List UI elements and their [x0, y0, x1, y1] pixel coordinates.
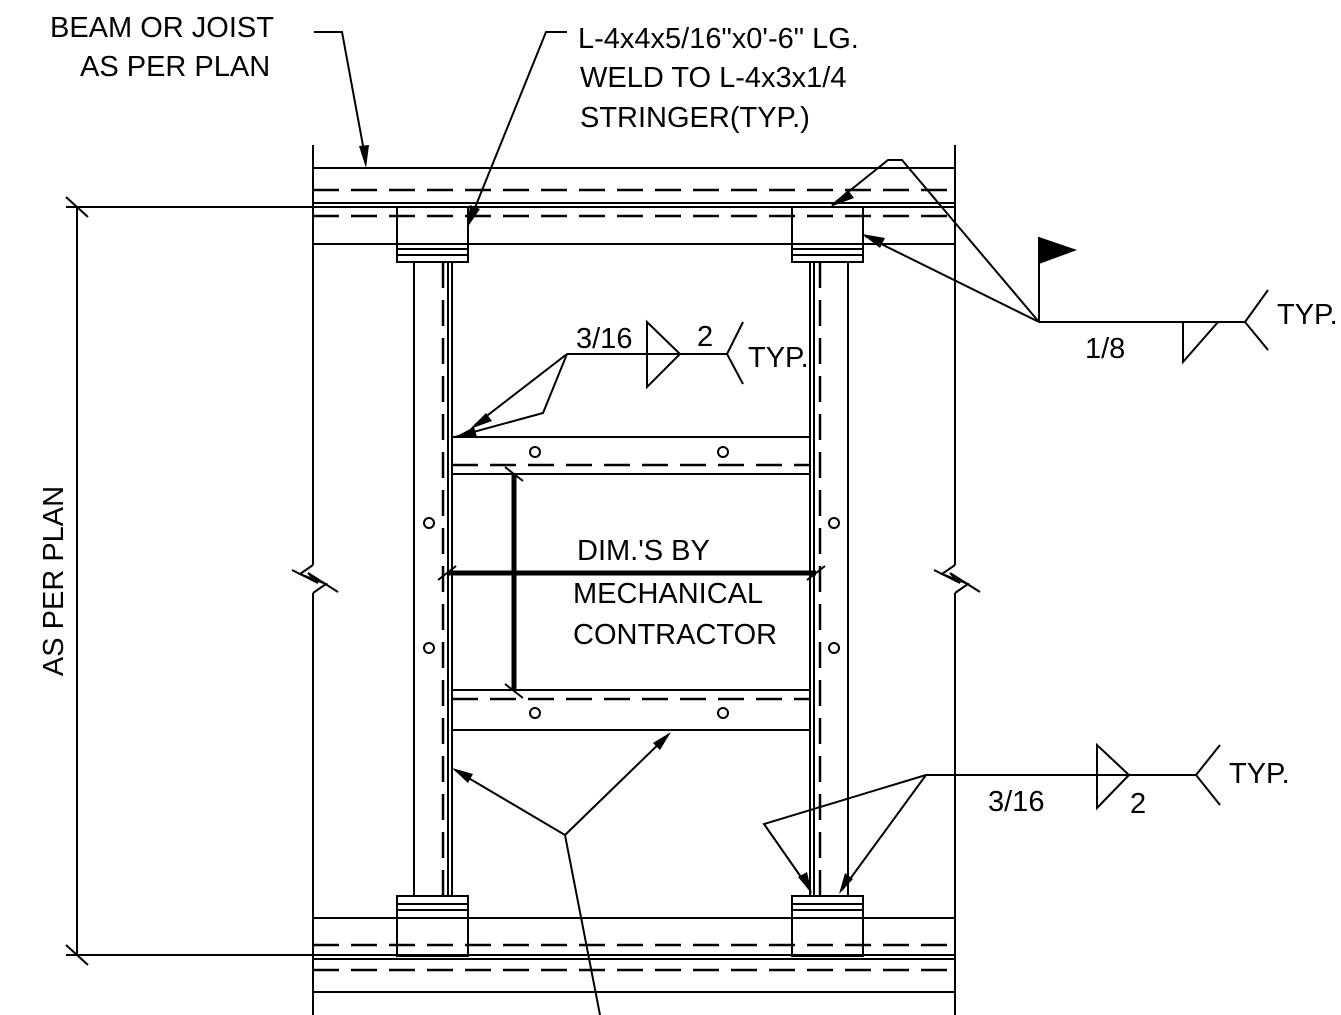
beam-note: BEAM OR JOIST AS PER PLAN [50, 12, 274, 83]
weld-middle-length: 2 [697, 321, 713, 353]
angle-note-line-2: WELD TO L-4x3x1/4 [580, 62, 846, 94]
dim-note-line-1: DIM.'S BY [577, 535, 710, 567]
lower-cross-angle [452, 689, 810, 731]
clip-angle-top-left [396, 206, 469, 263]
angle-note: L-4x4x5/16"x0'-6" LG. WELD TO L-4x3x1/4 … [578, 23, 859, 134]
left-break-symbol [291, 569, 339, 593]
dim-note-line-3: CONTRACTOR [573, 619, 777, 651]
weld-symbol-top-right [830, 159, 1269, 365]
beam-note-leader [314, 31, 369, 168]
weld-middle-tail: TYP. [748, 342, 809, 374]
field-weld-flag-icon [1039, 237, 1077, 264]
left-vertical-angle [413, 262, 453, 896]
weld-bottom-right-size: 3/16 [988, 786, 1044, 818]
weld-top-right-size: 1/8 [1085, 333, 1125, 365]
weld-bottom-right-length: 2 [1130, 788, 1146, 820]
weld-symbol-bottom-right [762, 742, 1221, 894]
weld-symbol-middle [453, 319, 744, 438]
side-dimension-line [65, 196, 313, 966]
right-vertical-angle [809, 262, 849, 896]
side-dimension-label: AS PER PLAN [38, 486, 70, 676]
right-break-symbol [933, 569, 981, 593]
dim-note-line-2: MECHANICAL [573, 578, 763, 610]
mechanical-dimension-lines [437, 466, 826, 699]
weld-middle-size: 3/16 [576, 323, 632, 355]
angle-note-leader [467, 31, 567, 228]
bottom-leader [452, 732, 671, 1015]
weld-bottom-right-tail: TYP. [1229, 758, 1290, 790]
weld-top-right-tail: TYP. [1277, 299, 1338, 331]
clip-angle-bottom-left [396, 895, 469, 957]
angle-note-line-3: STRINGER(TYP.) [580, 102, 810, 134]
clip-angle-bottom-right [791, 895, 955, 957]
beam-note-line-1: BEAM OR JOIST [50, 12, 274, 44]
dim-note: DIM.'S BY MECHANICAL CONTRACTOR [573, 535, 777, 651]
angle-note-line-1: L-4x4x5/16"x0'-6" LG. [578, 23, 859, 55]
beam-note-line-2: AS PER PLAN [80, 51, 270, 83]
